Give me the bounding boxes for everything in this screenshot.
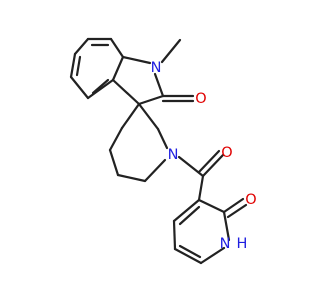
bond	[177, 155, 205, 178]
bond	[156, 127, 169, 150]
bond	[91, 78, 110, 95]
bond	[197, 198, 226, 214]
bond	[116, 173, 147, 183]
bond	[226, 203, 248, 219]
atom-label-n2: N	[168, 147, 179, 163]
bond	[160, 38, 182, 64]
bond	[109, 37, 125, 59]
bond	[137, 102, 160, 131]
bond	[199, 246, 226, 265]
bond	[201, 153, 225, 178]
bond	[108, 148, 120, 177]
atom-label-o3: O	[221, 145, 232, 161]
bond	[153, 72, 165, 98]
bond	[173, 247, 203, 265]
bond	[69, 75, 90, 100]
bond	[73, 37, 90, 56]
atom-label-o4: O	[245, 192, 256, 208]
bond	[86, 78, 115, 100]
bond	[172, 198, 201, 223]
bond	[222, 197, 245, 214]
atom-label-h3: H	[237, 236, 248, 252]
bond	[143, 158, 167, 183]
bond	[222, 210, 231, 242]
bond	[197, 174, 205, 202]
bond	[197, 149, 221, 174]
bond	[108, 126, 124, 152]
bond	[69, 52, 77, 79]
atom-label-o2: O	[195, 91, 206, 107]
atom-label-n1: N	[151, 60, 162, 76]
bond	[178, 244, 202, 259]
bond	[172, 219, 177, 251]
bond	[111, 55, 125, 82]
bond	[121, 55, 152, 65]
molecule-structure-diagram: N O N O O N H	[69, 37, 257, 265]
bond	[75, 55, 82, 77]
bond	[137, 94, 165, 106]
bond	[178, 205, 201, 226]
bond	[120, 102, 141, 130]
atom-label-n3: N	[220, 236, 231, 252]
bond	[111, 78, 141, 106]
